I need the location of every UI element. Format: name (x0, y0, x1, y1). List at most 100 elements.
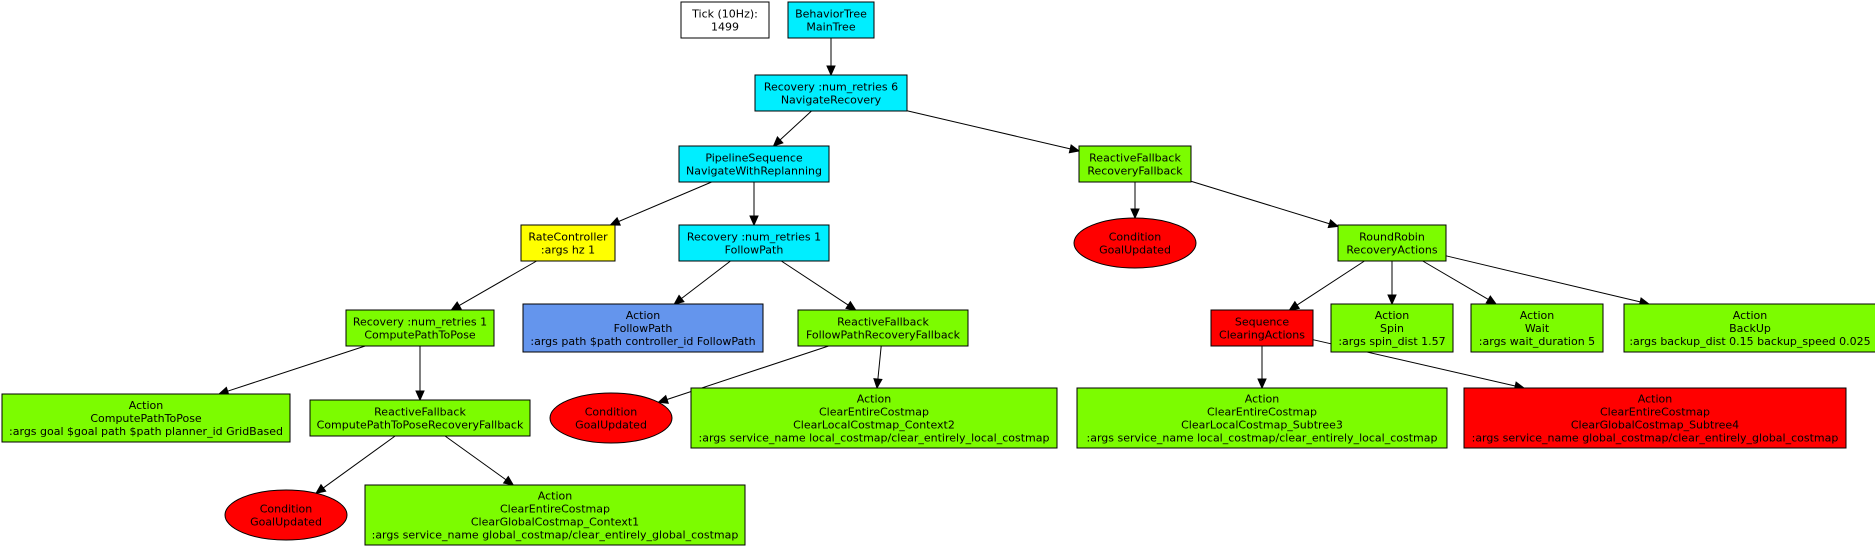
edge-arrowhead (1288, 300, 1301, 311)
node-shape (754, 74, 908, 112)
edge-line (779, 110, 812, 141)
node-shape (1463, 387, 1847, 449)
edge-line (781, 260, 849, 306)
node-label-line: Action (538, 490, 572, 503)
edge-line (877, 345, 882, 380)
node-shape (1623, 303, 1875, 353)
node-clear-local-context2: ActionClearEntireCostmapClearLocalCostma… (690, 387, 1058, 449)
node-label-line: NavigateWithReplanning (686, 165, 822, 178)
node-label-line: Action (1638, 393, 1672, 406)
edge-navigate_recovery-to-recovery_fallback (906, 110, 1081, 154)
node-label-line: FollowPathRecoveryFallback (806, 329, 961, 342)
edge-arrowhead (1387, 294, 1397, 306)
node-shape (787, 1, 875, 39)
edge-compute_path_recovery-to-compute_path_fallback (415, 346, 425, 402)
node-shape (364, 484, 746, 546)
node-shape (1470, 303, 1604, 353)
node-label-line: ClearEntireCostmap (1207, 406, 1317, 419)
node-shape (1076, 387, 1448, 449)
node-label-line: Action (129, 399, 163, 412)
edge-arrowhead (749, 215, 759, 227)
node-label-line: Recovery :num_retries 1 (353, 316, 487, 329)
node-label-line: ComputePathToPose (90, 412, 202, 425)
edge-navigate_with_replanning-to-follow_path_recovery (749, 182, 759, 227)
edge-arrowhead (845, 300, 857, 311)
edge-recovery_actions-to-spin (1387, 261, 1397, 306)
node-label-line: ClearGlobalCostmap_Context1 (471, 516, 639, 529)
node-shape (1210, 309, 1314, 347)
node-shape (690, 387, 1058, 449)
node-label-line: :args service_name global_costmap/clear_… (1472, 432, 1839, 445)
edge-recovery_actions-to-wait (1422, 260, 1498, 305)
node-label-line: ClearingActions (1219, 329, 1305, 342)
node-tick: Tick (10Hz):1499 (680, 1, 770, 39)
edge-line (906, 110, 1071, 150)
edge-arrowhead (1327, 219, 1340, 229)
node-rate-controller: RateController:args hz 1 (520, 224, 616, 262)
node-shape (224, 489, 348, 541)
node-label-line: GoalUpdated (575, 419, 647, 432)
edge-recovery_fallback-to-recovery_actions (1190, 180, 1340, 229)
node-shape (549, 392, 673, 444)
node-shape (522, 303, 764, 353)
edge-arrowhead (415, 390, 425, 402)
node-label-line: ClearLocalCostmap_Context2 (793, 419, 955, 432)
edge-arrowhead (673, 294, 685, 305)
edge-clearing_actions-to-clear_local_subtree3 (1257, 346, 1267, 390)
node-label-line: Tick (10Hz): (691, 8, 758, 21)
edge-line (1190, 180, 1330, 225)
node-label-line: :args service_name global_costmap/clear_… (372, 529, 739, 542)
node-shape (1330, 303, 1454, 353)
node-label-line: RecoveryActions (1346, 244, 1437, 257)
node-label-line: MainTree (806, 21, 855, 34)
node-label-line: NavigateRecovery (781, 94, 882, 107)
node-label-line: ClearEntireCostmap (819, 406, 929, 419)
edge-line (618, 181, 712, 222)
node-label-line: :args hz 1 (541, 244, 595, 257)
node-label-line: :args spin_dist 1.57 (1338, 335, 1445, 348)
node-label-line: ComputePathToPose (364, 329, 476, 342)
node-label-line: ReactiveFallback (374, 406, 466, 419)
node-label-line: Action (1245, 393, 1279, 406)
edge-line (681, 260, 731, 299)
node-label-line: BehaviorTree (795, 8, 867, 21)
node-label-line: FollowPath (614, 322, 673, 335)
edge-arrowhead (609, 216, 621, 226)
node-label-line: ComputePathToPoseRecoveryFallback (317, 419, 524, 432)
edge-line (1445, 255, 1641, 303)
node-label-line: :args goal $goal path $path planner_id G… (9, 425, 283, 438)
node-label-line: Action (1520, 309, 1554, 322)
node-shape (678, 145, 830, 183)
edge-line (323, 435, 396, 489)
node-label-line: :args service_name local_costmap/clear_e… (699, 432, 1050, 445)
edge-recovery_actions-to-clearing_actions (1288, 260, 1365, 311)
node-shape (680, 1, 770, 39)
node-label-line: GoalUpdated (1099, 244, 1171, 257)
node-clear-global-context1: ActionClearEntireCostmapClearGlobalCostm… (364, 484, 746, 546)
node-clear-global-subtree4: ActionClearEntireCostmapClearGlobalCostm… (1463, 387, 1847, 449)
edge-behavior_tree-to-navigate_recovery (826, 38, 836, 77)
edge-arrowhead (450, 301, 462, 311)
node-label-line: BackUp (1729, 322, 1771, 335)
node-label-line: Spin (1380, 322, 1404, 335)
node-label-line: RoundRobin (1359, 231, 1425, 244)
node-label-line: Action (1733, 309, 1767, 322)
edge-arrowhead (1485, 295, 1498, 305)
edge-arrowhead (1068, 144, 1081, 154)
node-label-line: ClearGlobalCostmap_Subtree4 (1571, 419, 1739, 432)
edge-recovery_fallback-to-goal_updated_1 (1130, 182, 1140, 220)
edge-arrowhead (657, 394, 669, 404)
node-label-line: 1499 (711, 21, 739, 34)
node-shape (678, 224, 830, 262)
edge-line (444, 435, 507, 481)
node-shape (520, 224, 616, 262)
